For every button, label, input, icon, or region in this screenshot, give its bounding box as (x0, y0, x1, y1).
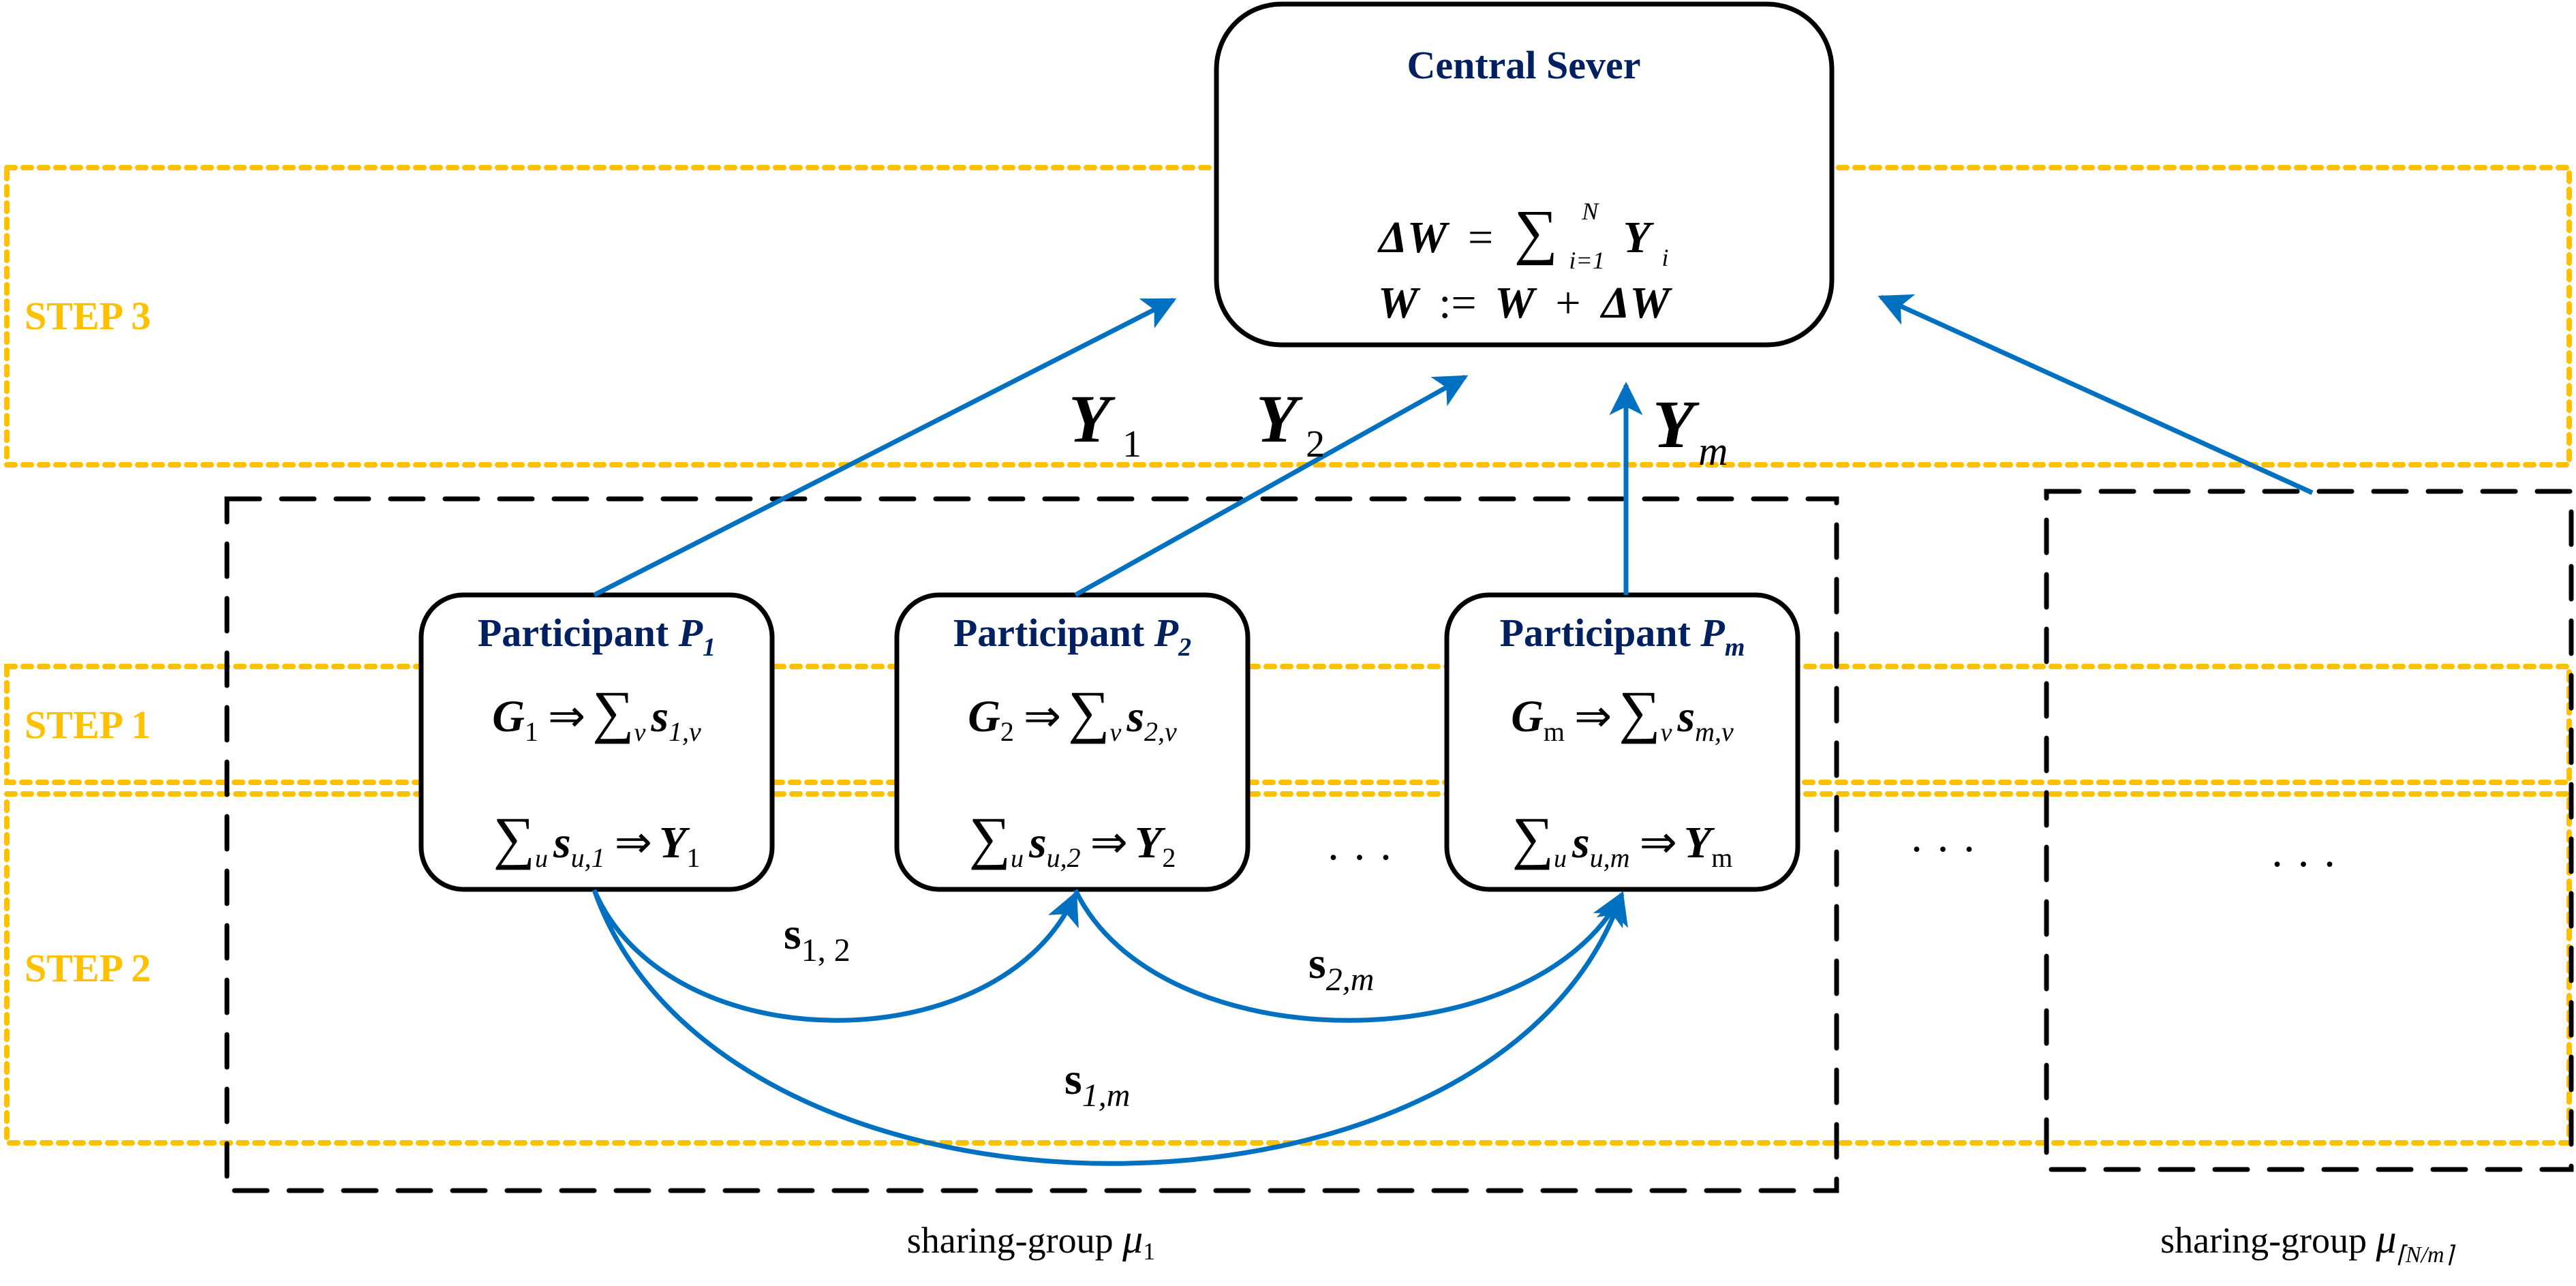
ellipsis-groups: · · · (1910, 825, 1977, 874)
step2-label: STEP 2 (25, 946, 151, 990)
step2-band (4, 791, 2572, 1146)
participant-box (1444, 592, 1800, 892)
step3-label: STEP 3 (25, 294, 151, 338)
participant-title: Participant Pm (1500, 611, 1745, 662)
upload-arrow-p2 (1074, 374, 1469, 598)
sharing-group-1-box (224, 496, 1839, 1193)
upload-arrow-p1 (593, 297, 1177, 598)
ellipsis-participants: · · · (1326, 833, 1394, 883)
sum-icon: ∑ (969, 805, 1011, 870)
central-server-box (1214, 1, 1835, 348)
participant-title: Participant P2 (953, 611, 1191, 662)
formula-term: Y (1623, 213, 1655, 262)
share-arrow-s12 (592, 889, 1079, 1023)
sum-icon: ∑ (1512, 805, 1554, 870)
formula-sup: N (1581, 198, 1599, 225)
sum-icon: ∑ (1514, 198, 1558, 266)
share-label-s1m: s1,m (1064, 1054, 1130, 1114)
sum-icon: ∑ (1619, 679, 1660, 744)
share-label-s2m: s2,m (1308, 938, 1374, 998)
upload-arrow-group-last (1877, 294, 2314, 495)
share-arrow-s1m (592, 889, 1628, 1166)
central-server-title: Central Sever (1407, 43, 1640, 87)
sharing-group-last-box (2044, 489, 2574, 1172)
formula-lhs: ΔW (1377, 213, 1450, 262)
server-formula-delta: ΔW = ∑ i=1 N Y i (1377, 180, 1668, 279)
sum-icon: ∑ (493, 805, 535, 870)
central-server: Central Sever ΔW = ∑ i=1 N Y i W := W + … (1214, 1, 1835, 348)
sum-icon: ∑ (592, 679, 634, 744)
sum-icon: ∑ (1068, 679, 1109, 744)
step1-label: STEP 1 (25, 703, 151, 747)
step1-band (4, 664, 2572, 785)
share-arrow-s2m (1073, 889, 1625, 1023)
formula-eq: = (1468, 213, 1493, 262)
ellipsis-last-group: · · · (2270, 840, 2337, 889)
participant-box (894, 592, 1251, 892)
server-formula-update: W := W + ΔW (1378, 278, 1673, 328)
formula-sub: i=1 (1569, 247, 1604, 274)
participant-title: Participant P1 (478, 611, 716, 662)
sharing-group-last-label: sharing-group μ⌈N/m⌉ (2160, 1216, 2456, 1268)
sharing-group-1-label: sharing-group μ1 (907, 1216, 1156, 1265)
share-label-s12: s1, 2 (784, 909, 850, 968)
formula-term-sub: i (1662, 244, 1669, 271)
